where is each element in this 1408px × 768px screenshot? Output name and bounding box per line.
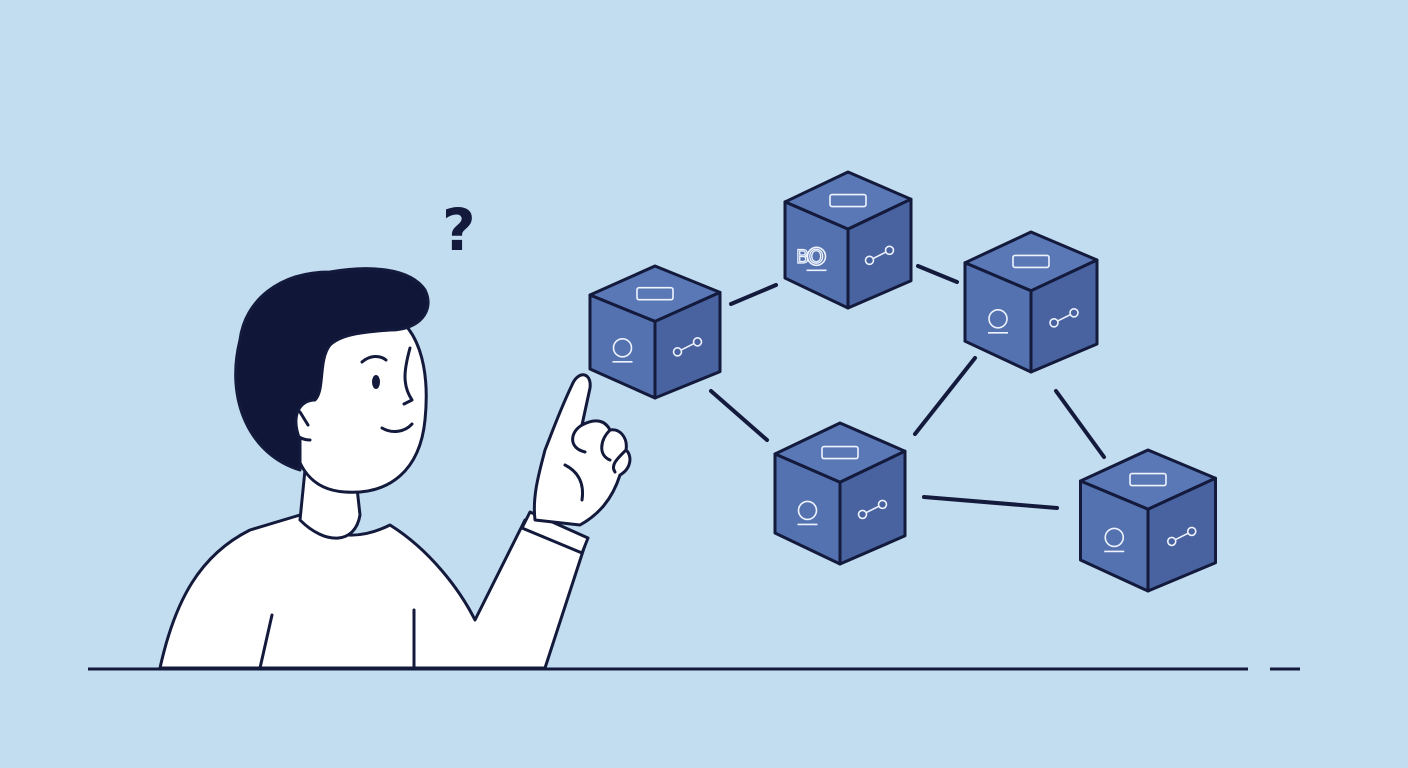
- cube: [1079, 448, 1217, 593]
- connector: [913, 356, 977, 436]
- cube-right-face: [1029, 258, 1099, 374]
- cube-connectors: [709, 264, 1106, 510]
- connector: [916, 264, 959, 284]
- cube-right-face: [838, 449, 907, 566]
- cube-right-face: [1146, 476, 1217, 593]
- connector: [709, 389, 769, 442]
- finger-line: [563, 423, 628, 502]
- cube: [963, 230, 1099, 374]
- cube-icon: [797, 445, 888, 526]
- cube-icon: [806, 193, 895, 272]
- connector: [729, 283, 778, 306]
- cube-icon: [1104, 472, 1197, 553]
- person: [158, 267, 632, 670]
- connector: [1054, 389, 1106, 459]
- smile: [380, 422, 414, 433]
- nose: [402, 346, 414, 406]
- ear-inner: [298, 410, 310, 427]
- question-mark: ?: [442, 196, 476, 264]
- cube: [783, 170, 913, 310]
- cube-icon: [612, 286, 703, 363]
- eyebrow: [360, 355, 388, 364]
- eye: [372, 375, 380, 389]
- cube: [773, 421, 907, 566]
- cube-right-face: [846, 197, 913, 310]
- cubes-group: BO: [588, 170, 1217, 593]
- cuff: [520, 510, 590, 555]
- cube-icon: [988, 254, 1079, 334]
- hair: [234, 267, 430, 472]
- cube: [588, 264, 722, 400]
- shirt-fold: [258, 613, 274, 670]
- connector: [922, 495, 1059, 510]
- cube-right-face: [653, 290, 722, 400]
- cube-label-bo: BO: [796, 246, 824, 268]
- shirt: [158, 513, 587, 670]
